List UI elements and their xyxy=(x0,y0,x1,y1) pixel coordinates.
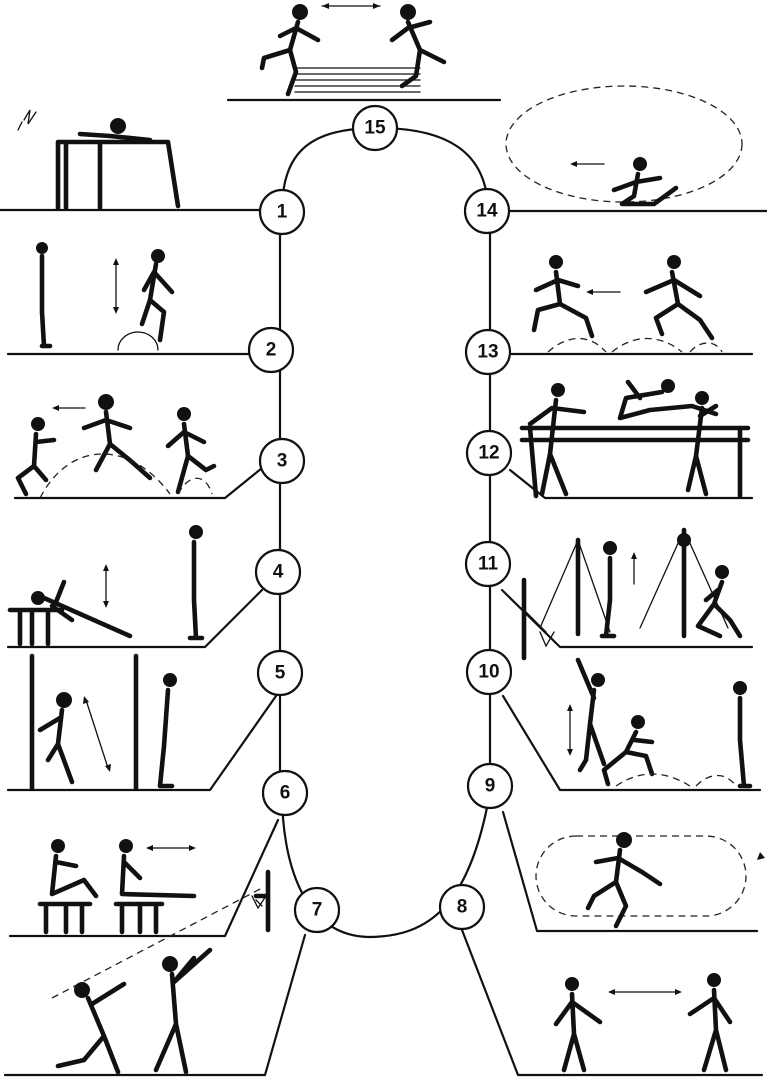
station-label: 1 xyxy=(277,202,288,223)
station-label: 8 xyxy=(457,897,468,918)
exercise-hop-sequence xyxy=(15,394,217,499)
station-markers: 1 2 3 4 5 6 7 8 xyxy=(247,104,514,934)
station-label: 4 xyxy=(273,562,284,583)
exercise-step-up xyxy=(36,242,175,351)
station-12-marker: 12 xyxy=(465,429,513,477)
exercise-ball-throw xyxy=(51,869,271,1075)
station-label: 6 xyxy=(280,783,291,804)
circuit-track xyxy=(278,126,492,939)
exercise-seated-leg-raise xyxy=(37,839,197,935)
station-label: 12 xyxy=(478,443,499,464)
station-7-marker: 7 xyxy=(293,886,341,934)
exercise-rope-climb xyxy=(521,527,743,661)
exercise-table-pushup xyxy=(17,109,181,211)
exercise-partner-walk xyxy=(553,973,733,1073)
station-6-marker: 6 xyxy=(261,769,309,817)
station-label: 2 xyxy=(266,340,277,361)
station-label: 9 xyxy=(485,776,496,797)
floor-lines xyxy=(0,98,767,1077)
exercise-jump-and-tuck xyxy=(567,657,753,789)
exercise-wall-climb xyxy=(29,653,177,791)
station-11-marker: 11 xyxy=(464,540,512,588)
station-label: 10 xyxy=(478,662,499,683)
station-14-marker: 14 xyxy=(463,187,511,235)
station-label: 15 xyxy=(364,118,386,139)
station-label: 3 xyxy=(277,451,288,472)
exercise-beam-vault xyxy=(519,379,751,499)
station-label: 5 xyxy=(275,663,286,684)
station-10-marker: 10 xyxy=(465,648,513,696)
station-1-marker: 1 xyxy=(258,188,306,236)
exercise-bounding xyxy=(531,255,723,353)
station-9-marker: 9 xyxy=(466,762,514,810)
exercise-bench-plank xyxy=(7,525,205,647)
station-15-marker: 15 xyxy=(351,104,399,152)
station-3-marker: 3 xyxy=(258,437,306,485)
exercise-loop-run xyxy=(535,832,765,929)
exercise-shuttle-run-top xyxy=(259,3,447,97)
station-8-marker: 8 xyxy=(438,883,486,931)
station-13-marker: 13 xyxy=(464,328,512,376)
exercise-seated-rotation xyxy=(505,85,743,207)
station-label: 11 xyxy=(478,554,499,575)
station-label: 14 xyxy=(476,201,498,222)
station-label: 7 xyxy=(312,900,323,921)
station-label: 13 xyxy=(477,342,498,363)
station-5-marker: 5 xyxy=(256,649,304,697)
station-4-marker: 4 xyxy=(254,548,302,596)
station-2-marker: 2 xyxy=(247,326,295,374)
